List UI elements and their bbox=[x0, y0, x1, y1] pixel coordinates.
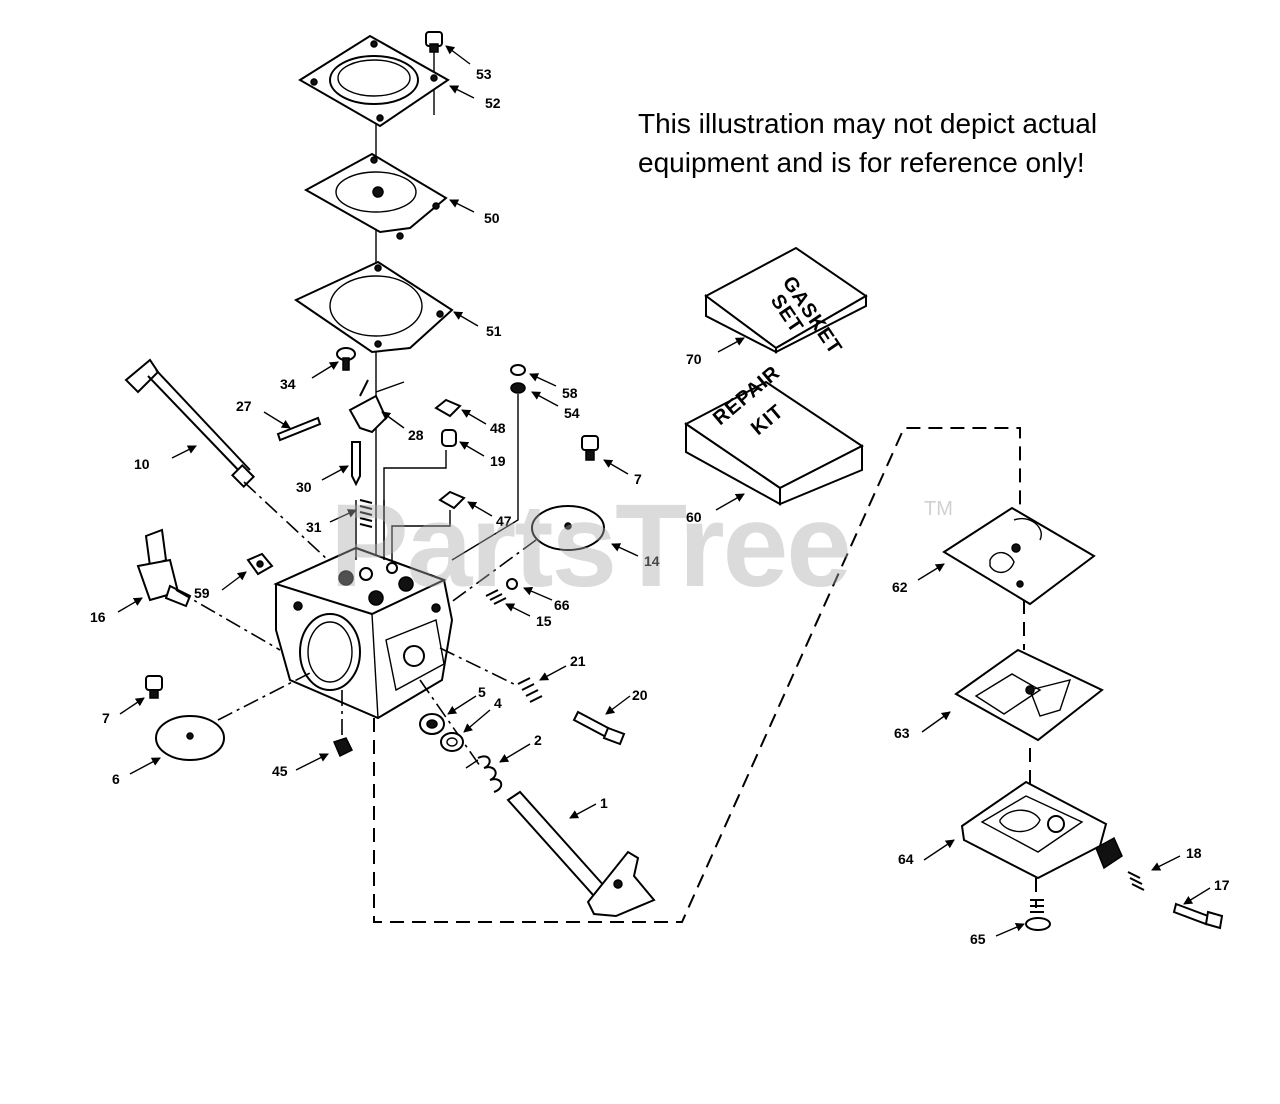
callout-28: 28 bbox=[408, 427, 424, 443]
part-10-shaft bbox=[124, 358, 256, 489]
part-51-gasket bbox=[293, 260, 454, 354]
callout-31: 31 bbox=[306, 519, 322, 535]
callout-54: 54 bbox=[564, 405, 580, 421]
part-45-nut bbox=[332, 737, 354, 758]
part-5-washer bbox=[419, 713, 445, 735]
callout-30: 30 bbox=[296, 479, 312, 495]
part-70-gasket-set-box bbox=[704, 246, 868, 354]
partstree-watermark: PartsTree bbox=[330, 480, 852, 612]
callout-47: 47 bbox=[496, 513, 512, 529]
part-65-screw bbox=[1025, 899, 1051, 931]
callout-4: 4 bbox=[494, 695, 502, 711]
part-63-plate bbox=[954, 648, 1104, 742]
callout-27: 27 bbox=[236, 398, 252, 414]
callout-1: 1 bbox=[600, 795, 608, 811]
part-30-needle bbox=[351, 441, 361, 487]
part-17-screw bbox=[1172, 902, 1224, 930]
part-4-washer bbox=[440, 732, 464, 752]
callout-51: 51 bbox=[486, 323, 502, 339]
part-6-disc bbox=[155, 715, 225, 761]
callout-10: 10 bbox=[134, 456, 150, 472]
callout-leaders bbox=[117, 45, 1211, 937]
watermark-tm: TM bbox=[924, 498, 953, 520]
part-62-gasket-plate bbox=[942, 506, 1096, 606]
part-7-screw-lower bbox=[145, 675, 163, 699]
callout-7-upper: 7 bbox=[634, 471, 642, 487]
callout-60: 60 bbox=[686, 509, 702, 525]
part-21-spring bbox=[517, 677, 543, 703]
part-52-cover-plate bbox=[298, 34, 450, 128]
part-28-lever bbox=[348, 379, 405, 434]
part-47-cap bbox=[438, 490, 466, 510]
part-27-pin bbox=[276, 416, 322, 442]
callout-19: 19 bbox=[490, 453, 506, 469]
part-34-screw bbox=[336, 347, 356, 371]
callout-18: 18 bbox=[1186, 845, 1202, 861]
part-31-spring bbox=[359, 499, 373, 528]
part-48-cap bbox=[434, 398, 462, 418]
callout-48: 48 bbox=[490, 420, 506, 436]
part-20-screw bbox=[572, 710, 626, 746]
callout-70: 70 bbox=[686, 351, 702, 367]
guide-line-10 bbox=[243, 481, 329, 561]
callout-21: 21 bbox=[570, 653, 586, 669]
part-66-ball bbox=[506, 578, 518, 590]
callout-63: 63 bbox=[894, 725, 910, 741]
callout-34: 34 bbox=[280, 376, 296, 392]
callout-64: 64 bbox=[898, 851, 914, 867]
carburetor-body bbox=[273, 500, 454, 720]
callout-14: 14 bbox=[644, 553, 660, 569]
guide-line-6 bbox=[217, 671, 313, 721]
callout-53: 53 bbox=[476, 66, 492, 82]
part-18-spring bbox=[1127, 871, 1145, 891]
callout-59: 59 bbox=[194, 585, 210, 601]
connection-dashed-path bbox=[373, 427, 1021, 923]
callout-2: 2 bbox=[534, 732, 542, 748]
callout-45: 45 bbox=[272, 763, 288, 779]
callout-65: 65 bbox=[970, 931, 986, 947]
part-19-plug bbox=[441, 429, 457, 447]
guide-line-16 bbox=[175, 589, 281, 651]
disclaimer-line-1: This illustration may not depict actual bbox=[638, 108, 1098, 139]
part-47-guide-line bbox=[391, 510, 451, 560]
part-2-spring bbox=[465, 755, 503, 793]
disclaimer-text: This illustration may not depict actual … bbox=[638, 104, 1178, 182]
part-54-guide-line bbox=[451, 394, 519, 561]
part-64-pump-body bbox=[960, 780, 1123, 880]
callout-52: 52 bbox=[485, 95, 501, 111]
callout-16: 16 bbox=[90, 609, 106, 625]
callout-62: 62 bbox=[892, 579, 908, 595]
part-15-spring bbox=[485, 589, 507, 605]
part-50-diaphragm bbox=[303, 152, 448, 240]
part-1-choke-shaft bbox=[506, 790, 656, 918]
part-14-disc bbox=[445, 505, 605, 607]
callout-5: 5 bbox=[478, 684, 486, 700]
part-54-seal bbox=[510, 382, 526, 394]
part-7-screw-upper bbox=[581, 435, 599, 461]
callout-20: 20 bbox=[632, 687, 648, 703]
part-59-nut bbox=[246, 552, 274, 576]
callout-15: 15 bbox=[536, 613, 552, 629]
callout-6: 6 bbox=[112, 771, 120, 787]
part-58-o-ring bbox=[510, 364, 526, 376]
callout-50: 50 bbox=[484, 210, 500, 226]
disclaimer-line-2: equipment and is for reference only! bbox=[638, 147, 1085, 178]
callout-66: 66 bbox=[554, 597, 570, 613]
part-60-repair-kit-box bbox=[684, 380, 864, 506]
guide-line-2 bbox=[419, 679, 481, 767]
part-16-fitting bbox=[136, 528, 192, 608]
callout-17: 17 bbox=[1214, 877, 1230, 893]
callout-7-lower: 7 bbox=[102, 710, 110, 726]
callout-58: 58 bbox=[562, 385, 578, 401]
guide-line-21 bbox=[439, 647, 519, 687]
callout-labels: 53 52 50 51 70 60 34 27 28 10 30 31 58 5… bbox=[90, 66, 1230, 947]
